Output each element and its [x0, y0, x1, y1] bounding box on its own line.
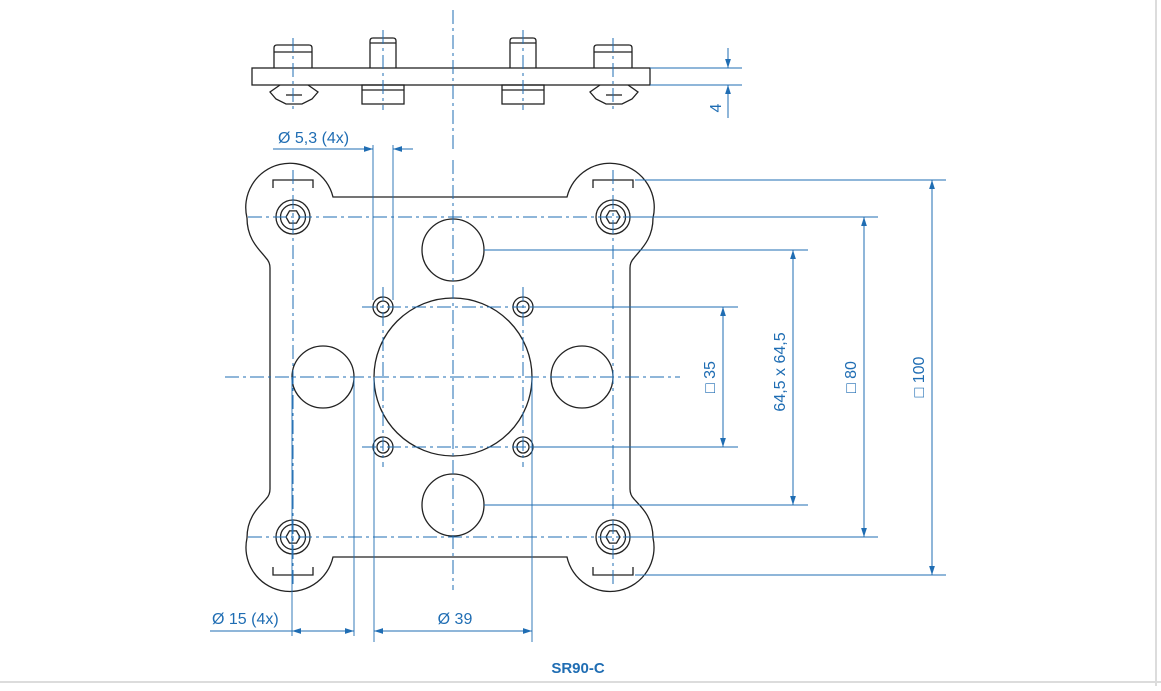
label-hole-5: Ø 5,3 (4x) — [278, 130, 349, 147]
dim-center-bore: Ø 39 — [373, 377, 533, 642]
dim-hole-15: Ø 15 (4x) — [210, 377, 355, 636]
label-hole-15: Ø 15 (4x) — [212, 611, 279, 628]
label-square-80: □ 80 — [843, 361, 860, 393]
side-view — [251, 10, 651, 150]
label-thickness: 4 — [708, 103, 725, 112]
dim-square-80: □ 80 — [630, 216, 878, 538]
label-square-100: □ 100 — [911, 357, 928, 398]
thickness-dimension: 4 — [650, 48, 742, 118]
label-square-645: 64,5 x 64,5 — [772, 332, 789, 411]
side-tnut-left — [269, 84, 319, 105]
top-view — [225, 160, 680, 593]
dim-hole-5: Ø 5,3 (4x) — [273, 130, 413, 300]
drawing-caption: SR90-C — [551, 660, 605, 677]
dim-square-35: □ 35 — [533, 306, 738, 448]
dim-square-100: □ 100 — [635, 179, 946, 576]
label-square-35: □ 35 — [702, 361, 719, 393]
side-tnut-right — [589, 84, 639, 105]
dim-square-645: 64,5 x 64,5 — [484, 249, 808, 506]
side-plate — [251, 67, 651, 86]
plate-outline — [245, 162, 655, 593]
label-center-bore: Ø 39 — [438, 611, 473, 628]
